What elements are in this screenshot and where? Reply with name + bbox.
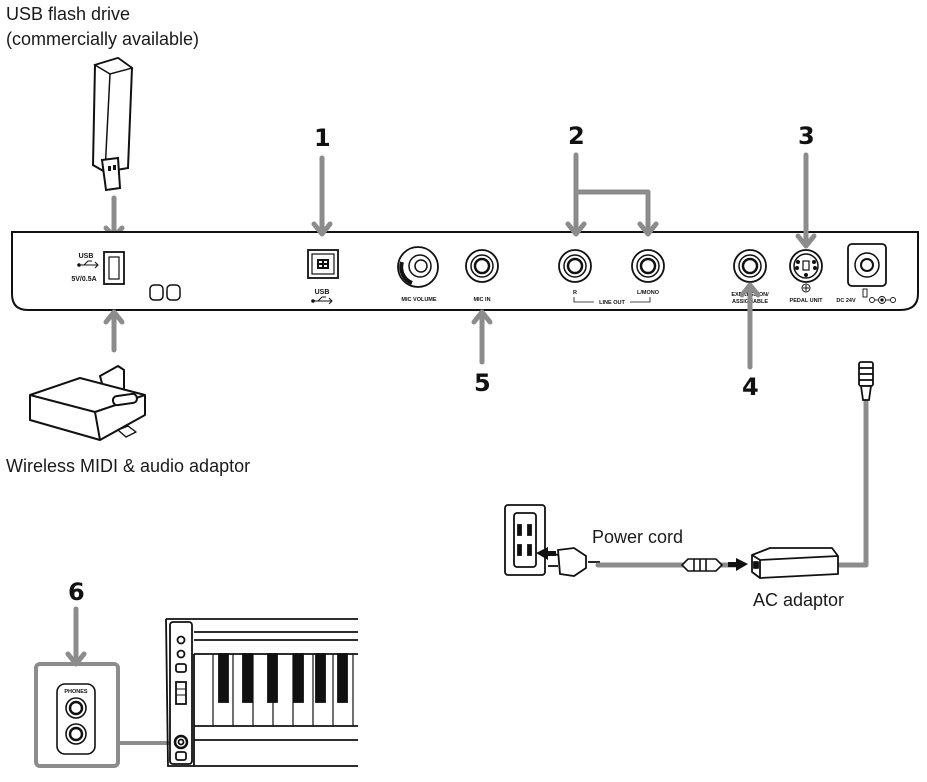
dc-in-jack: DC 24V (836, 243, 887, 304)
line-out-l-jack: L/MONO (631, 249, 665, 296)
usb-flash-drive-illustration (91, 56, 134, 192)
ac-adaptor-illustration (751, 547, 839, 579)
item-number-3: 3 (798, 122, 815, 150)
usb-flash-drive-label: USB flash drive (6, 4, 131, 24)
arrow-item-1 (311, 155, 333, 237)
mic-volume-knob: MIC VOLUME (397, 246, 439, 303)
usb-a-label: USB (79, 253, 94, 260)
mic-in-jack: MIC IN (465, 249, 499, 303)
arrow-wireless-adaptor (103, 309, 125, 353)
line-out-l-label: L/MONO (637, 290, 660, 296)
item-number-1: 1 (314, 124, 331, 152)
arrow-item-3 (795, 152, 817, 249)
mic-in-label: MIC IN (473, 297, 490, 303)
arrow-plug (536, 547, 556, 560)
ac-adaptor-label: AC adaptor (753, 590, 845, 610)
phones-inset-box: PHONES (34, 662, 120, 768)
mic-volume-label: MIC VOLUME (401, 297, 436, 303)
usb-a-port: USB 5V/0.5A (71, 251, 181, 301)
wall-outlet-illustration (504, 504, 546, 576)
cord-connector-illustration (680, 558, 724, 572)
phones-label: PHONES (64, 689, 88, 695)
wireless-adaptor-label: Wireless MIDI & audio adaptor (6, 456, 251, 476)
pedal-unit-port: PEDAL UNIT (789, 249, 824, 304)
usb-symbol-icon (311, 296, 333, 305)
line-out-r-jack: R (558, 249, 592, 296)
item-number-5: 5 (474, 369, 491, 397)
arrow-adaptor (728, 558, 748, 571)
keyboard-illustration (165, 618, 358, 767)
usb-a-rating: 5V/0.5A (71, 276, 96, 283)
dc-24v-label: DC 24V (836, 298, 856, 304)
dc-plug-illustration (858, 361, 874, 401)
line-out-label: LINE OUT (599, 300, 625, 306)
usb-symbol-icon (77, 260, 99, 269)
arrow-item-2 (565, 152, 659, 237)
back-panel (11, 231, 919, 311)
line-out-r-label: R (573, 290, 577, 296)
item-number-6: 6 (68, 578, 85, 606)
polarity-icon (862, 288, 896, 304)
power-cord-label: Power cord (592, 527, 684, 547)
item-number-2: 2 (568, 122, 585, 150)
usb-b-port: USB (307, 249, 339, 296)
arrow-item-4 (739, 282, 761, 370)
wireless-adaptor-illustration (29, 365, 146, 441)
usb-b-label: USB (315, 289, 330, 296)
arrow-item-6 (65, 606, 87, 667)
arrow-item-5 (471, 309, 493, 365)
item-number-4: 4 (742, 373, 759, 401)
usb-flash-drive-sublabel: (commercially available) (6, 29, 200, 49)
line-out-bracket: LINE OUT (573, 297, 651, 306)
pedal-unit-label: PEDAL UNIT (790, 298, 824, 304)
